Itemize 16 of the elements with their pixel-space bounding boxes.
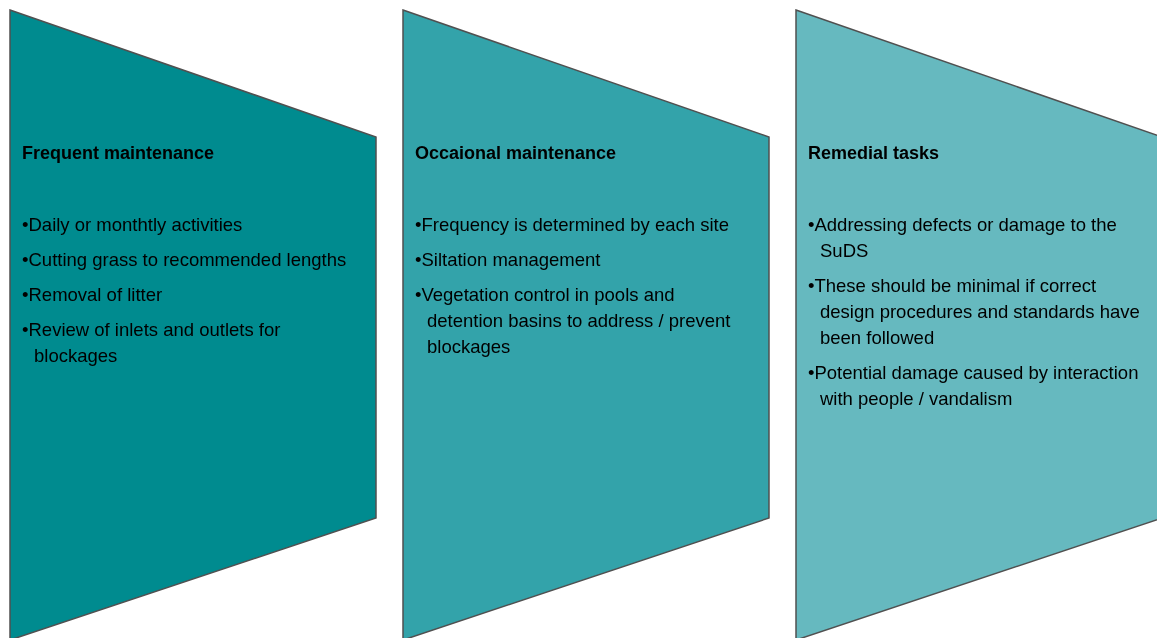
bullet-text: •Siltation management: [415, 248, 602, 272]
chevron-panel: [796, 10, 1157, 638]
bullet-text: •Vegetation control in pools and detention basins to address / prevent blockages: [415, 283, 732, 359]
heading-text: Frequent maintenance: [22, 142, 215, 165]
bullet-text: •Review of inlets and outlets for blockages: [22, 318, 282, 368]
bullet-text: •Daily or monthtly activities: [22, 213, 244, 237]
bullet-text: •Addressing defects or damage to the SuDS: [808, 213, 1118, 263]
bullet-text: •Cutting grass to recommended lengths: [22, 248, 348, 272]
bullet-text: •These should be minimal if correct design procedures and standards have been followed: [808, 274, 1141, 350]
bullet-text: •Frequency is determined by each site: [415, 213, 730, 237]
bullet-text: •Removal of litter: [22, 283, 164, 307]
bullet-text: •Potential damage caused by interaction with people / vandalism: [808, 361, 1140, 411]
heading-text: Occaional maintenance: [415, 142, 617, 165]
chevron-panel: [403, 10, 769, 638]
chevron-panel: [10, 10, 376, 638]
heading-text: Remedial tasks: [808, 142, 940, 165]
